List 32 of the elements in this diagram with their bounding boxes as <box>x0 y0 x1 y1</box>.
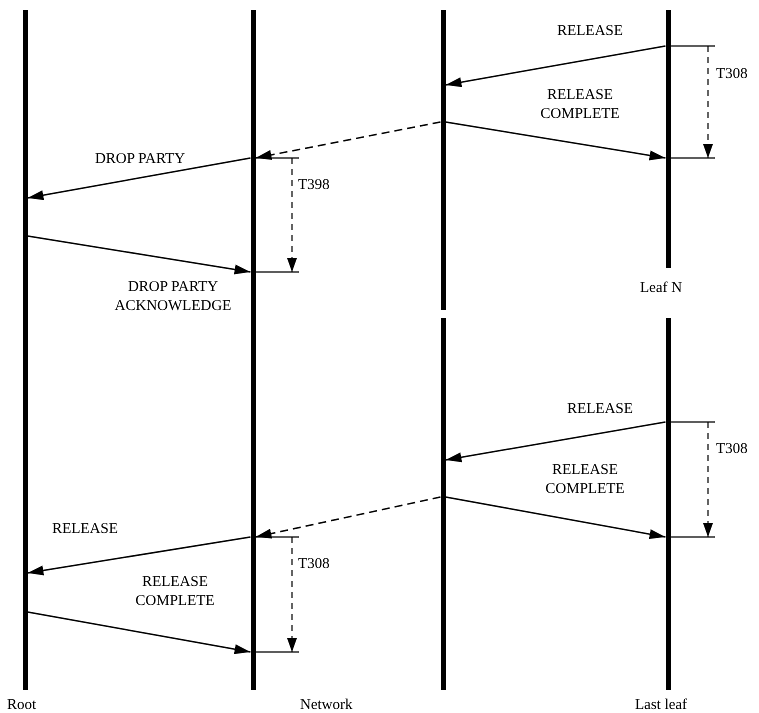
message-arrow <box>445 496 666 540</box>
message-label: RELEASE COMPLETE <box>544 461 626 499</box>
lifeline <box>440 318 446 690</box>
message-arrow <box>27 235 251 274</box>
message-label: RELEASE COMPLETE <box>134 573 216 611</box>
message-arrow <box>27 611 251 654</box>
timer-label: T308 <box>298 555 330 573</box>
message-label: DROP PARTY ACKNOWLEDGE <box>114 278 232 316</box>
message-label: RELEASE <box>51 520 119 539</box>
message-arrow <box>445 121 666 160</box>
lifeline-label: Last leaf <box>635 696 688 713</box>
timer-label: T398 <box>298 176 330 194</box>
lifeline-label: Root <box>7 696 36 713</box>
dashed-arrow <box>255 121 441 160</box>
timer-label: T308 <box>716 65 748 83</box>
dashed-arrow <box>255 496 441 538</box>
timer-label: T308 <box>716 440 748 458</box>
lifeline <box>666 10 670 268</box>
lifeline <box>666 318 670 690</box>
message-arrow <box>445 421 666 462</box>
message-arrow <box>27 536 251 576</box>
lifeline-label: Leaf N <box>640 279 682 297</box>
message-label: RELEASE <box>556 22 624 41</box>
lifeline <box>440 10 446 310</box>
message-arrow <box>445 45 666 88</box>
message-label: RELEASE <box>566 400 634 419</box>
lifeline <box>250 10 256 690</box>
lifeline <box>22 10 28 690</box>
message-label: RELEASE COMPLETE <box>539 86 621 124</box>
message-arrow <box>27 157 251 200</box>
message-label: DROP PARTY <box>94 150 186 169</box>
lifeline-label: Network <box>300 696 352 713</box>
